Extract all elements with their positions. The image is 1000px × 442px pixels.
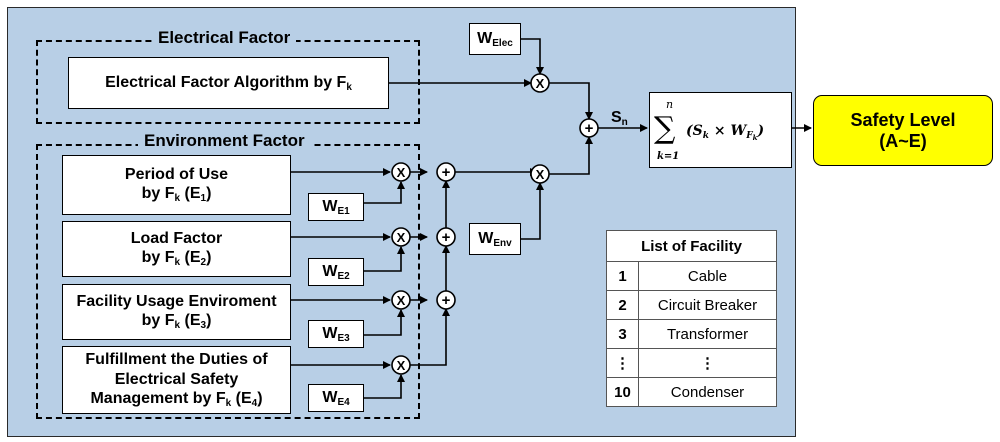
weight-e1-box: WE1	[308, 193, 364, 221]
multiply-node-elec	[530, 73, 550, 93]
multiply-label-elec: X	[536, 76, 545, 91]
add-node-3	[436, 290, 456, 310]
add-label-final: +	[585, 120, 594, 137]
electrical-factor-title: Electrical Factor	[152, 28, 297, 48]
sigma-symbol: ∑	[654, 111, 676, 146]
weight-e4-box: WE4	[308, 384, 364, 412]
weight-e2-box: WE2	[308, 258, 364, 286]
weight-env-box: WEnv	[469, 223, 521, 255]
add-node-2	[436, 227, 456, 247]
multiply-label-env: X	[536, 167, 545, 182]
add-label-3: +	[442, 292, 451, 309]
formula-body: (Sk × WFk)	[686, 123, 764, 142]
safety-level-box: Safety Level (A~E)	[813, 95, 993, 166]
multiply-node-env	[530, 164, 550, 184]
multiply-node-e1	[391, 162, 411, 182]
period-of-use-box: Period of Use by Fk (E1)	[62, 155, 291, 215]
facility-list-title: List of Facility	[606, 230, 777, 262]
summation-formula-box: n ∑ k=1 (Sk × WFk)	[649, 92, 792, 168]
add-node-final	[579, 118, 599, 138]
load-factor-box: Load Factor by Fk (E2)	[62, 221, 291, 277]
facility-usage-environment-box: Facility Usage Enviroment by Fk (E3)	[62, 284, 291, 340]
add-label-2: +	[442, 229, 451, 246]
multiply-label-e1: X	[397, 165, 406, 180]
safety-level-title: Safety Level	[850, 109, 956, 130]
summation-formula: n ∑ k=1 (Sk × WFk)	[654, 98, 764, 162]
add-node-1	[436, 162, 456, 182]
safety-level-range: (A~E)	[879, 130, 927, 151]
formula-upper-limit: n	[666, 98, 673, 111]
add-label-1: +	[442, 164, 451, 181]
table-row: ⋮⋮	[606, 348, 777, 378]
multiply-label-e3: X	[397, 293, 406, 308]
multiply-node-e3	[391, 290, 411, 310]
sn-label: Sn	[611, 109, 628, 128]
electrical-algorithm-box: Electrical Factor Algorithm by Fk	[68, 57, 389, 109]
multiply-node-e2	[391, 227, 411, 247]
environment-factor-title: Environment Factor	[138, 131, 311, 151]
weight-elec-box: WElec	[469, 23, 521, 55]
weight-e3-box: WE3	[308, 320, 364, 348]
multiply-label-e4: X	[397, 358, 406, 373]
formula-lower-limit: k=1	[657, 151, 679, 162]
multiply-label-e2: X	[397, 230, 406, 245]
multiply-node-e4	[391, 355, 411, 375]
